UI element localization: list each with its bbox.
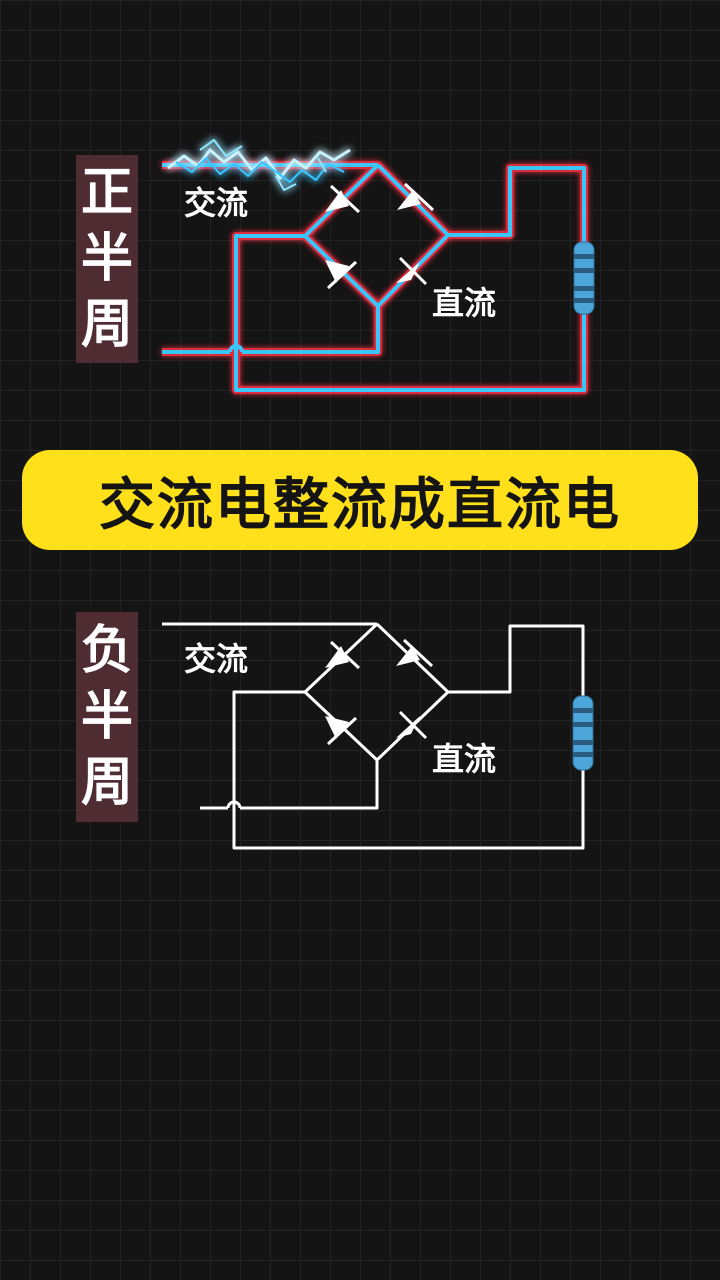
ac-label: 交流 — [184, 184, 249, 222]
label-char: 正 — [80, 163, 133, 223]
label-char: 半 — [80, 687, 133, 747]
positive-half-cycle-label: 正 半 周 — [76, 155, 138, 363]
label-char: 半 — [80, 229, 133, 289]
positive-half-circuit — [162, 139, 595, 394]
ac-input-bottom-wire — [162, 306, 380, 354]
diode-d4 — [396, 256, 428, 286]
title-banner: 交流电整流成直流电 — [22, 450, 698, 550]
label-char: 周 — [80, 753, 133, 813]
dc-label: 直流 — [432, 284, 497, 322]
diode-d3 — [325, 260, 358, 290]
diode-d2 — [397, 182, 435, 212]
lightning-effect — [167, 139, 351, 191]
dc-return-wire — [234, 234, 586, 392]
diode-d4 — [396, 710, 428, 740]
diode-d1 — [325, 184, 361, 214]
label-char: 周 — [80, 295, 133, 355]
ac-label: 交流 — [184, 640, 249, 678]
diode-d1 — [325, 640, 361, 670]
negative-half-circuit — [162, 622, 594, 850]
negative-half-cycle-label: 负 半 周 — [76, 612, 138, 822]
dc-positive-wire — [448, 624, 585, 698]
wire-crossover — [226, 800, 242, 809]
wire-crossover — [228, 344, 244, 353]
label-char: 负 — [80, 621, 133, 681]
dc-return-wire — [232, 690, 585, 850]
diode-d3 — [325, 716, 358, 746]
dc-positive-wire — [448, 166, 586, 245]
ac-input-bottom-wire — [200, 760, 379, 810]
resistor — [572, 695, 594, 771]
diode-d2 — [396, 638, 434, 668]
dc-label: 直流 — [432, 740, 497, 778]
resistor — [573, 241, 595, 315]
